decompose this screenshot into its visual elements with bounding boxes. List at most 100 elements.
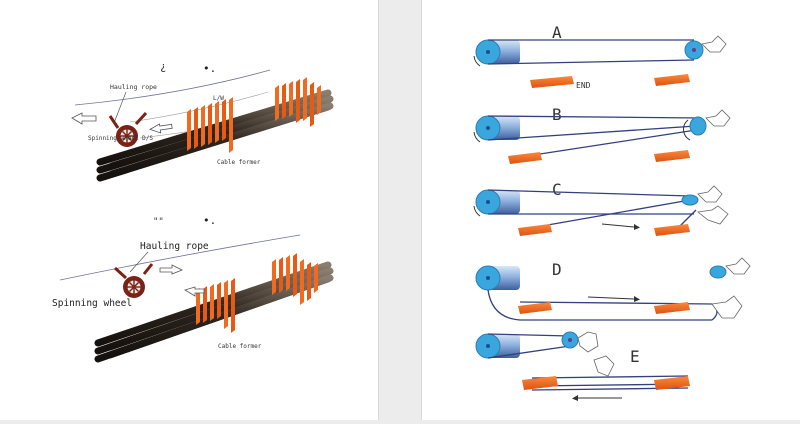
wheel-arm	[113, 266, 128, 280]
spinning-wheel-top	[108, 111, 148, 147]
top-hauling-rope-label: Hauling rope	[110, 83, 157, 91]
left-diagram-panel: ¿ •.	[0, 0, 379, 420]
top-mark-2: •.	[203, 62, 216, 75]
step-label-a: A	[552, 23, 562, 42]
arrow-head	[634, 224, 640, 230]
top-spinning-wheel-label: Spinning wheel D/S	[88, 135, 153, 142]
cable-spinning-illustration: ¿ •.	[52, 60, 334, 363]
direction-arrow-icon	[149, 123, 173, 134]
former-plate	[303, 77, 307, 121]
anchor-block	[518, 224, 552, 236]
step-d	[475, 257, 751, 321]
rope-line	[539, 129, 697, 155]
former-plate	[203, 286, 207, 323]
former-plate	[300, 259, 304, 305]
step-e	[475, 331, 690, 401]
former-plate	[231, 278, 235, 333]
anchor-block	[508, 152, 542, 164]
bottom-hauling-rope-label: Hauling rope	[140, 241, 209, 252]
former-plate	[289, 81, 293, 117]
leader-line	[113, 91, 127, 124]
wheel-center	[568, 338, 572, 342]
anchor-block	[530, 76, 574, 88]
anchor-block	[654, 224, 690, 236]
former-plate	[208, 103, 212, 145]
anchor-block	[654, 302, 690, 314]
direction-arrow-icon	[71, 112, 97, 125]
hand-icon	[697, 205, 729, 225]
top-mark-1: ¿	[160, 60, 167, 73]
hand-icon	[697, 185, 723, 203]
direction-arrow-icon	[601, 223, 635, 228]
cable-former-top	[187, 77, 321, 153]
former-plate	[196, 288, 200, 325]
step-label-b: B	[552, 105, 562, 124]
former-plate	[210, 284, 214, 321]
spinning-sequence-illustration: A B C D E END	[473, 23, 751, 401]
former-plate	[222, 99, 226, 141]
hand-icon	[711, 295, 743, 319]
step-a: END	[473, 35, 727, 90]
former-plate	[286, 255, 290, 291]
former-plate	[217, 282, 221, 319]
wheel-arm	[142, 263, 154, 275]
anchor-block	[522, 376, 558, 390]
drum-axle	[486, 126, 490, 130]
rope-line	[487, 59, 695, 65]
bottom-mark-1: ""	[153, 217, 164, 227]
rope-line	[487, 125, 697, 141]
direction-arrow-icon	[587, 296, 635, 300]
top-cable-former-label: Cable former	[217, 159, 261, 166]
arrow-head	[572, 395, 578, 401]
anchor-block	[654, 376, 690, 390]
bottom-mark-2: •.	[203, 214, 216, 227]
hand-icon	[593, 355, 615, 377]
drum-axle	[486, 276, 490, 280]
rope-line	[487, 115, 701, 119]
bottom-spinning-wheel-label: Spinning wheel	[52, 298, 132, 309]
bottom-diagram: "" •.	[52, 214, 334, 363]
anchor-block	[518, 302, 552, 314]
bottom-cable-former-label: Cable former	[218, 343, 262, 350]
spinning-wheel-icon	[689, 116, 707, 136]
cable-former-bottom	[196, 253, 318, 333]
step-label-d: D	[552, 260, 562, 279]
rope-line	[487, 289, 712, 321]
leader-line	[129, 251, 149, 273]
rope-line	[487, 333, 571, 337]
former-plate	[275, 85, 279, 121]
wheel-arm	[108, 115, 120, 129]
top-diagram: ¿ •.	[71, 60, 334, 182]
spinning-wheel-bottom	[113, 263, 154, 298]
hand-icon	[725, 257, 751, 275]
cable-strand	[96, 89, 332, 166]
rotation-arrow-icon	[473, 55, 481, 67]
rotation-arrow-icon	[473, 131, 481, 143]
rope-line	[541, 199, 691, 227]
former-plate	[279, 257, 283, 293]
rope-line	[487, 189, 691, 197]
hauling-rope-line	[59, 234, 301, 281]
rotation-arrow-icon	[683, 119, 691, 141]
rope-line	[531, 375, 689, 379]
drum-axle	[486, 344, 490, 348]
former-plate	[317, 85, 321, 115]
former-plate	[187, 109, 191, 151]
drum-axle	[486, 200, 490, 204]
former-plate	[293, 253, 297, 297]
rotation-arrow-icon	[473, 205, 481, 217]
former-plate	[215, 101, 219, 143]
wheel-center	[692, 48, 696, 52]
spinning-wheel-icon	[681, 194, 699, 206]
spinning-wheel-icon	[709, 265, 727, 279]
former-plate	[229, 97, 233, 153]
guide-line	[129, 91, 269, 123]
former-plate	[296, 79, 300, 123]
former-plate	[314, 263, 318, 293]
end-label: END	[576, 81, 591, 90]
hand-icon	[705, 109, 731, 127]
cable-strand	[108, 102, 334, 178]
former-plate	[310, 82, 314, 127]
wheel-spokes	[127, 280, 141, 294]
former-plate	[272, 259, 276, 295]
